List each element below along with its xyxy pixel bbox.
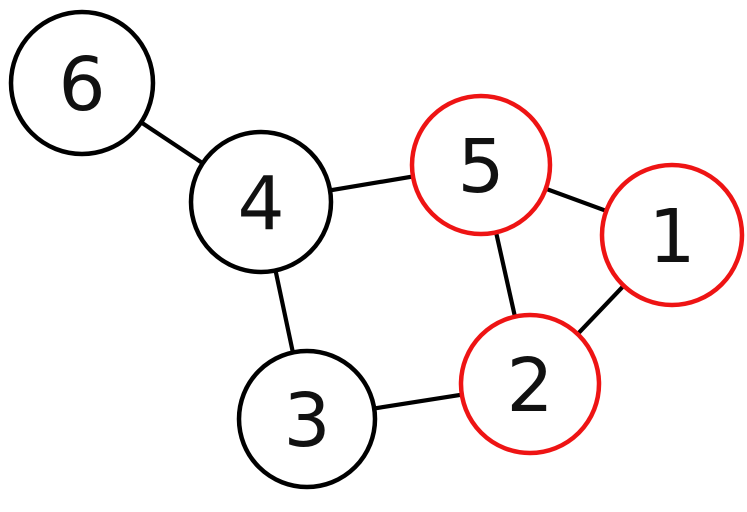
node-label-6: 6 bbox=[58, 42, 105, 128]
node-label-3: 3 bbox=[283, 378, 330, 464]
node-1-highlighted bbox=[599, 162, 745, 308]
node-label-2: 2 bbox=[506, 343, 553, 429]
graph-nodes-layer bbox=[8, 9, 745, 490]
node-5-highlighted bbox=[409, 93, 553, 237]
node-label-4: 4 bbox=[237, 161, 284, 247]
graph-labels-layer: 6 4 5 1 2 3 bbox=[58, 42, 695, 464]
node-label-1: 1 bbox=[648, 194, 695, 280]
node-2-highlighted bbox=[458, 312, 602, 456]
node-6 bbox=[8, 9, 156, 157]
node-4 bbox=[188, 129, 334, 275]
node-label-5: 5 bbox=[457, 124, 504, 210]
node-3 bbox=[236, 348, 378, 490]
